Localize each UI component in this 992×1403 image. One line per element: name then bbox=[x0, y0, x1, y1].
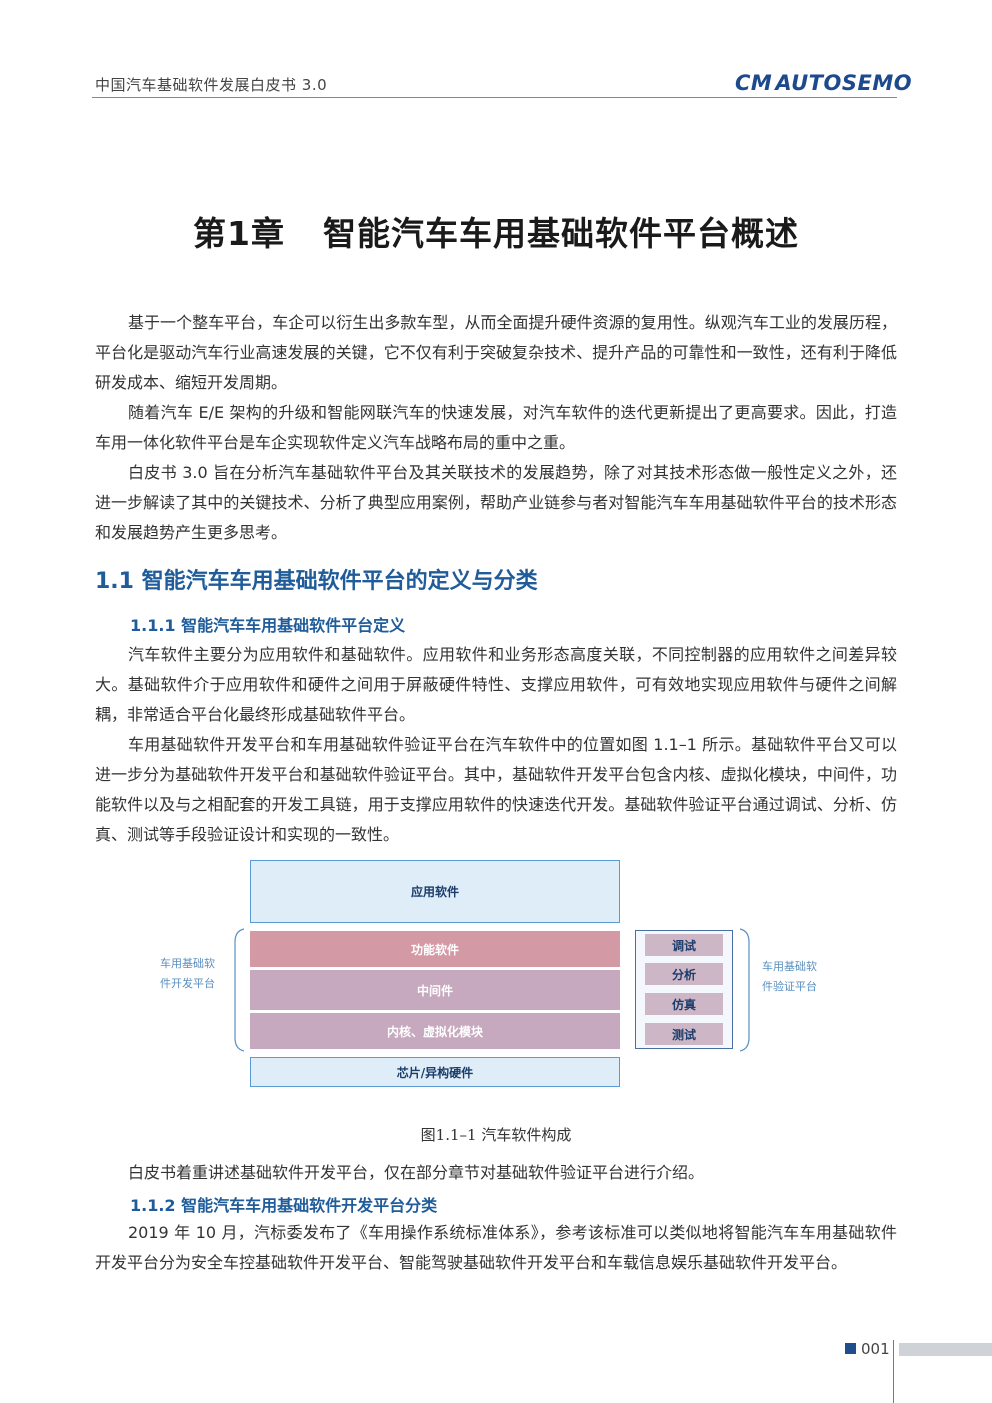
body-paragraph-2: 车用基础软件开发平台和车用基础软件验证平台在汽车软件中的位置如图 1.1–1 所… bbox=[95, 735, 897, 844]
chapter-title: 第1章智能汽车车用基础软件平台概述 bbox=[0, 207, 992, 255]
verif-platform-label-line-2: 件验证平台 bbox=[762, 980, 817, 993]
dev-platform-label-line-1: 车用基础软 bbox=[160, 957, 215, 970]
function-software-layer: 功能软件 bbox=[250, 931, 620, 967]
right-bracket bbox=[739, 928, 750, 1052]
figure-caption: 图1.1–1 汽车软件构成 bbox=[420, 1126, 572, 1144]
kernel-virtualization-layer: 内核、虚拟化模块 bbox=[250, 1013, 620, 1049]
verif-platform-label-line-1: 车用基础软 bbox=[762, 960, 817, 973]
footer-bar bbox=[899, 1343, 992, 1356]
page-number-marker bbox=[845, 1343, 856, 1354]
app-software-box: 应用软件 bbox=[250, 860, 620, 923]
dev-platform-label: 车用基础软 件开发平台 bbox=[160, 954, 215, 994]
hardware-box: 芯片/异构硬件 bbox=[250, 1057, 620, 1087]
chapter-name: 智能汽车车用基础软件平台概述 bbox=[322, 214, 799, 253]
verif-item-debug: 调试 bbox=[645, 934, 723, 956]
footer-divider bbox=[893, 1340, 894, 1403]
intro-paragraph-2: 随着汽车 E/E 架构的升级和智能网联汽车的快速发展，对汽车软件的迭代更新提出了… bbox=[95, 403, 897, 452]
classification-paragraph: 2019 年 10 月，汽标委发布了《车用操作系统标准体系》，参考该标准可以类似… bbox=[95, 1223, 897, 1272]
subsection-heading-1-1-2: 1.1.2 智能汽车车用基础软件开发平台分类 bbox=[130, 1196, 438, 1215]
section-heading-1-1: 1.1 智能汽车车用基础软件平台的定义与分类 bbox=[95, 569, 538, 594]
subsection-heading-1-1-1: 1.1.1 智能汽车车用基础软件平台定义 bbox=[130, 616, 406, 635]
logo-text: AUTOSEMO bbox=[775, 71, 913, 95]
left-bracket bbox=[234, 928, 245, 1052]
intro-paragraph-1: 基于一个整车平台，车企可以衍生出多款车型，从而全面提升硬件资源的复用性。纵观汽车… bbox=[95, 313, 897, 392]
intro-paragraph-3: 白皮书 3.0 旨在分析汽车基础软件平台及其关联技术的发展趋势，除了对其技术形态… bbox=[95, 463, 897, 542]
dev-platform-label-line-2: 件开发平台 bbox=[160, 977, 215, 990]
logo-cm: CM bbox=[735, 71, 773, 95]
header-title: 中国汽车基础软件发展白皮书 3.0 bbox=[95, 76, 328, 94]
verif-item-test: 测试 bbox=[645, 1023, 723, 1045]
chapter-number: 第1章 bbox=[193, 214, 285, 253]
header-divider bbox=[92, 97, 897, 98]
verif-item-analysis: 分析 bbox=[645, 963, 723, 985]
page-number: 001 bbox=[861, 1340, 890, 1358]
after-figure-paragraph: 白皮书着重讲述基础软件开发平台，仅在部分章节对基础软件验证平台进行介绍。 bbox=[128, 1163, 705, 1182]
body-paragraph-1: 汽车软件主要分为应用软件和基础软件。应用软件和业务形态高度关联，不同控制器的应用… bbox=[95, 645, 897, 724]
verif-platform-label: 车用基础软 件验证平台 bbox=[762, 957, 817, 997]
verif-item-simulation: 仿真 bbox=[645, 993, 723, 1015]
middleware-layer: 中间件 bbox=[250, 970, 620, 1010]
